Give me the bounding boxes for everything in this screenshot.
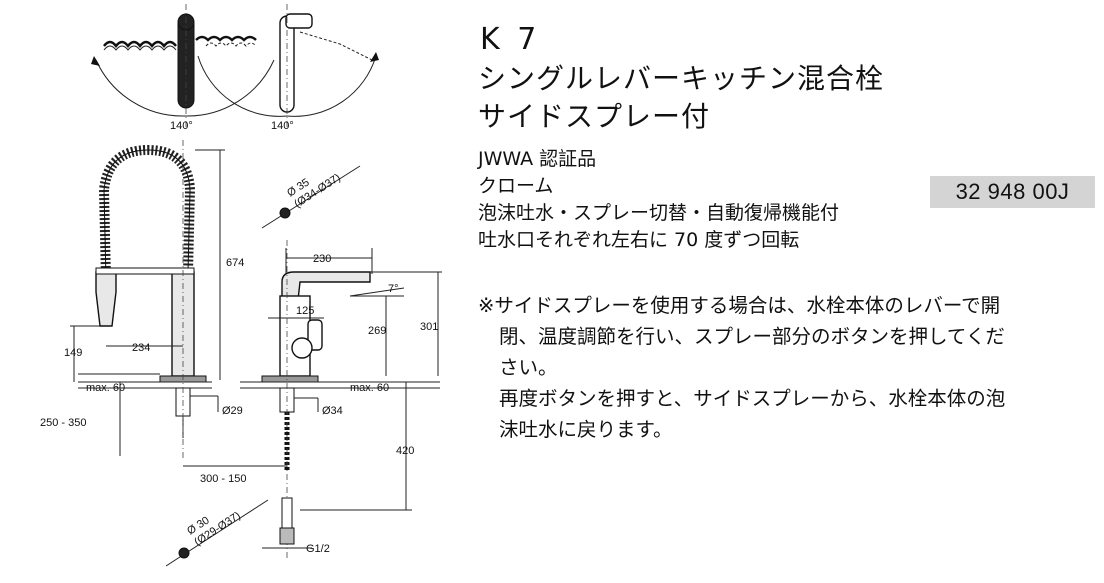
dia-34-label: Ø34 [322,405,343,417]
finish-label: クローム [478,175,554,197]
spring-spout-elevation: 674 149 234 max. 60 250 - 350 Ø29 [40,140,244,460]
product-info: K 7 シングルレバーキッチン混合栓 サイドスプレー付 JWWA 認証品 クロー… [478,22,1098,254]
rotation-right-label: 140° [271,120,294,132]
angle-7-label: 7° [388,283,399,295]
feature-2: 吐水口それぞれ左右に 70 度ずつ回転 [478,229,800,251]
dim-230-label: 230 [313,253,331,265]
model-name: K 7 [480,22,541,57]
dia-35-callout: Ø 35 (Ø34-Ø37) [261,165,361,229]
product-title-line2: サイドスプレー付 [478,100,711,133]
plan-view-rotation: 140° 140° [91,4,379,132]
thread-g12-label: G1/2 [306,543,330,555]
lever-icon [307,319,323,351]
max-60-left-label: max. 60 [86,382,125,394]
dim-674-label: 674 [226,257,244,269]
product-title-line1: シングルレバーキッチン混合栓 [478,62,885,95]
note-line-4: 再度ボタンを押すと、サイドスプレーから、水栓本体の泡 [499,387,1006,410]
dim-420-label: 420 [396,445,414,457]
rotation-left-label: 140° [170,120,193,132]
technical-drawing: 140° 140° 674 149 234 max. 60 [40,4,442,567]
dia-30-callout: Ø 30 (Ø29-Ø37) [165,499,269,567]
note-line-2: 閉、温度調節を行い、スプレー部分のボタンを押してくだ [499,325,1005,348]
certification-label: JWWA 認証品 [478,148,597,170]
note-line-1: ※サイドスプレーを使用する場合は、水栓本体のレバーで開 [478,294,1001,317]
side-body-elevation: 230 7° 125 269 301 max. 60 Ø34 [183,240,442,560]
dia-29-label: Ø29 [222,405,243,417]
spray-head-icon [95,271,117,327]
dim-149-label: 149 [64,347,82,359]
note-line-5: 沫吐水に戻ります。 [499,418,673,441]
usage-notes: ※サイドスプレーを使用する場合は、水栓本体のレバーで開 閉、温度調節を行い、スプ… [478,290,1104,445]
range-300-150-label: 300 - 150 [200,473,246,485]
range-250-350-label: 250 - 350 [40,417,86,429]
dim-269-label: 269 [368,325,386,337]
dim-301-label: 301 [420,321,438,333]
feature-1: 泡沫吐水・スプレー切替・自動復帰機能付 [478,202,840,224]
dim-234-label: 234 [132,342,150,354]
note-line-3: さい。 [499,356,558,379]
max-60-right-label: max. 60 [350,382,389,394]
dim-125-label: 125 [296,305,314,317]
product-code-badge: 32 948 00J [930,176,1095,208]
